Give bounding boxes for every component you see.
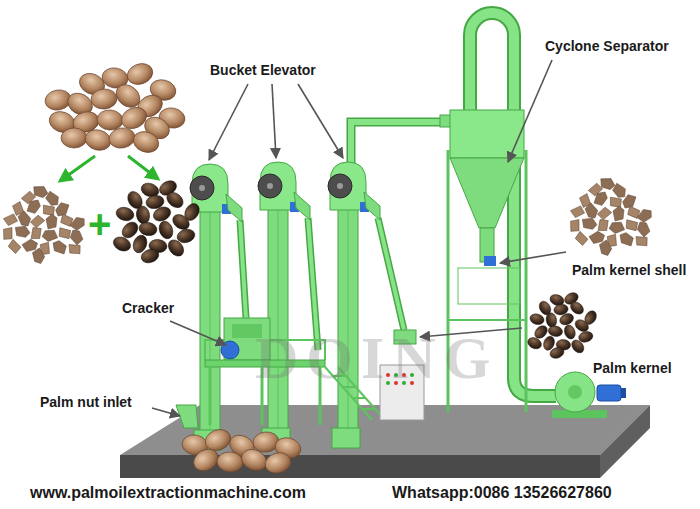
part-label: Cyclone Separator (545, 38, 669, 55)
website-text: www.palmoilextractionmachine.com (30, 483, 306, 502)
blower-fan (552, 372, 626, 418)
part-label: Palm kernel shell (572, 262, 686, 279)
contact-text: Whatsapp:0086 13526627860 (392, 483, 612, 502)
part-label: Palm kernel (593, 360, 672, 377)
plus-symbol: + (88, 200, 111, 248)
part-label: Palm nut inlet (40, 394, 132, 411)
leader-lines (152, 60, 566, 416)
part-label: Cracker (122, 300, 174, 317)
shell-pile (2, 177, 654, 265)
palm-nut-pile (43, 60, 186, 156)
inlet-nut-pile (180, 426, 303, 476)
split-arrows (60, 156, 158, 181)
bucket-elevators (176, 162, 380, 450)
watermark: DOING (255, 322, 498, 394)
part-label: Bucket Elevator (210, 62, 316, 79)
